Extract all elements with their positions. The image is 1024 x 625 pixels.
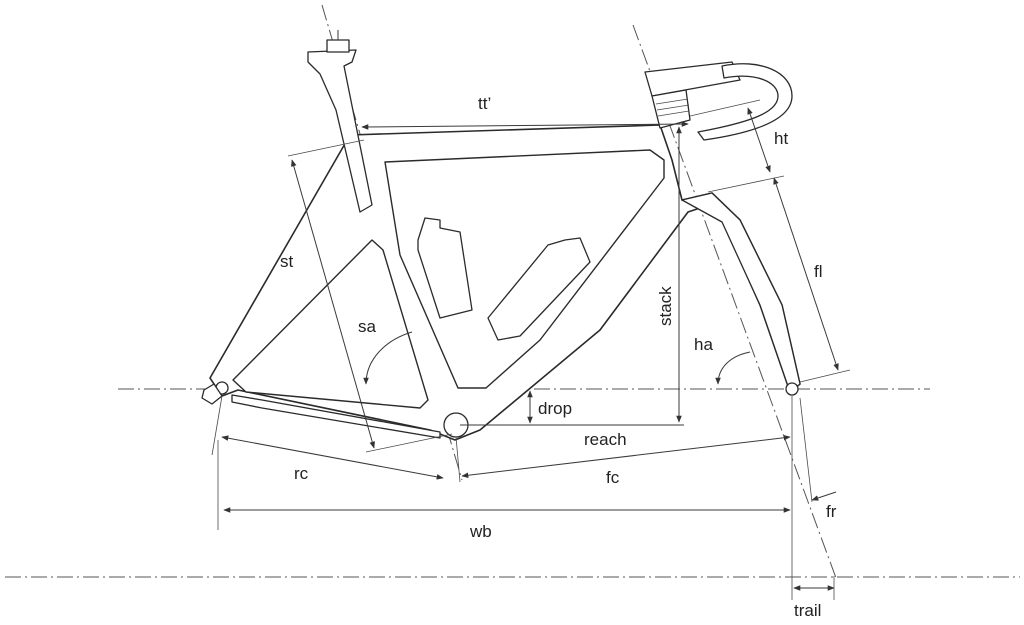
trail-label: trail — [794, 601, 821, 620]
ht-label: ht — [774, 129, 788, 148]
wb-label: wb — [469, 522, 492, 541]
fl-label: fl — [814, 262, 823, 281]
fr-dimension — [811, 491, 837, 501]
rc-label: rc — [294, 464, 309, 483]
tt-label: tt’ — [478, 94, 491, 113]
stack-label: stack — [656, 286, 675, 326]
fork — [681, 192, 801, 393]
rc-dimension — [221, 435, 444, 480]
fr-label: fr — [826, 502, 837, 521]
ha-angle-arc — [715, 351, 751, 385]
st-dimension — [291, 159, 375, 449]
fc-label: fc — [606, 468, 620, 487]
reach-label: reach — [584, 430, 627, 449]
ht-dimension — [747, 107, 771, 173]
headset-spacers — [651, 89, 691, 129]
sa-angle-arc — [363, 331, 413, 385]
main-triangle-cutout — [384, 149, 665, 389]
fc-dimension — [461, 434, 791, 479]
water-bottle-seat-tube — [417, 217, 473, 319]
sa-label: sa — [358, 317, 377, 336]
tt-dimension — [361, 121, 689, 130]
ha-label: ha — [694, 335, 713, 354]
saddle-clamp — [326, 39, 350, 53]
rear-dropout — [201, 383, 223, 405]
fl-dimension — [773, 177, 839, 371]
water-bottle-down-tube — [487, 237, 591, 341]
drop-label: drop — [538, 399, 572, 418]
stem — [644, 61, 741, 97]
st-label: st — [280, 252, 294, 271]
front-axle — [785, 382, 799, 396]
